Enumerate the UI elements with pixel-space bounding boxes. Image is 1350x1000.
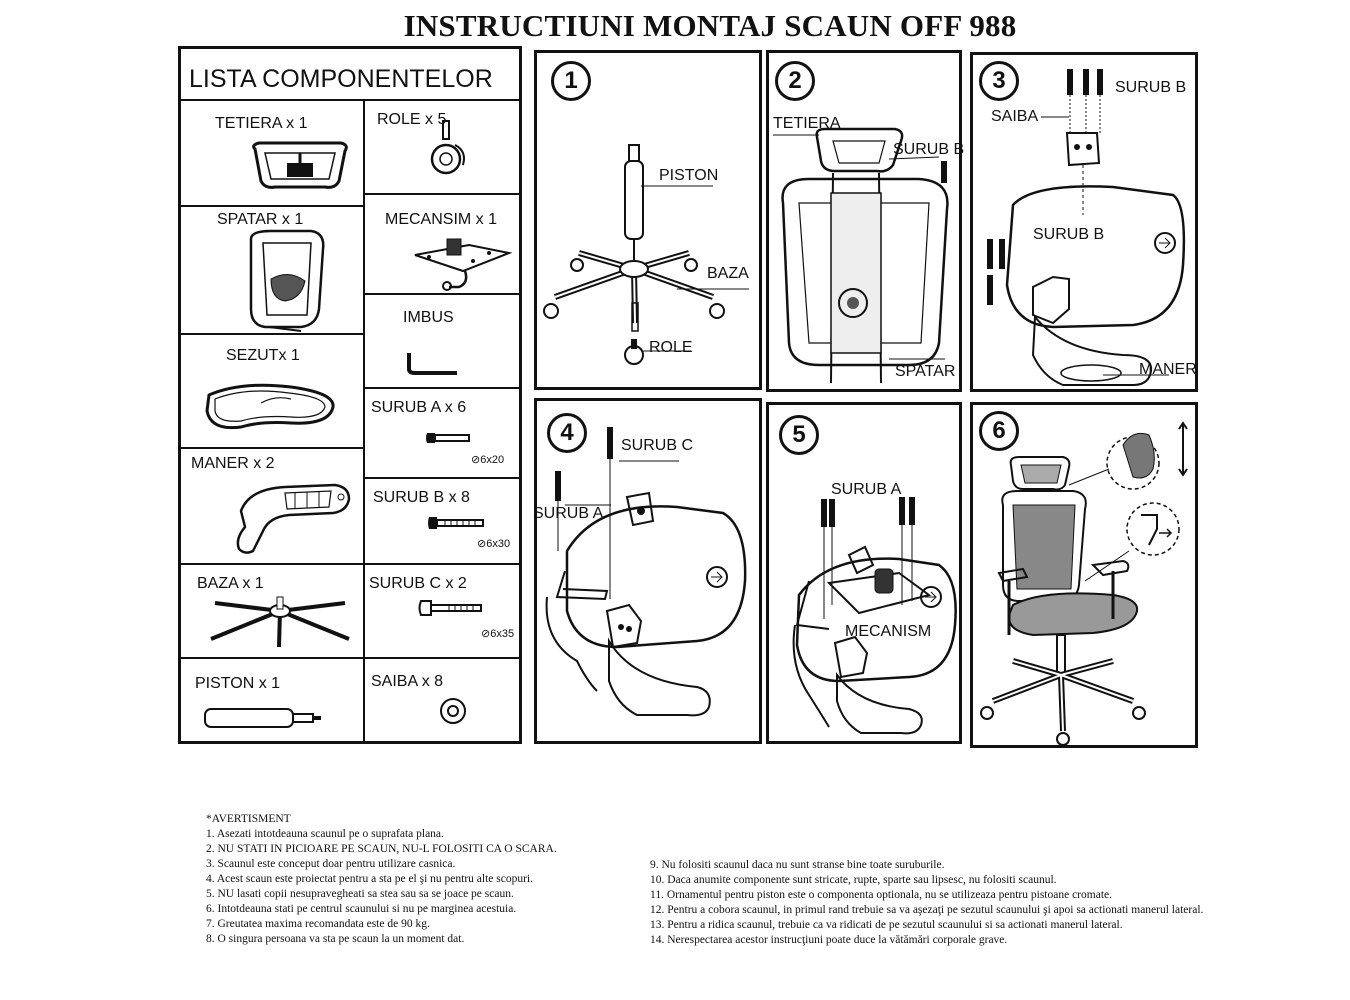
screw-c-icon bbox=[418, 600, 482, 616]
step-2-panel: 2 TETIERA SURUB B SPATAR bbox=[766, 50, 965, 392]
washer-icon bbox=[440, 698, 466, 724]
mechanism-icon bbox=[414, 238, 513, 291]
warning-item: 10. Daca anumite componente sunt stricat… bbox=[650, 874, 1057, 886]
backrest-icon bbox=[249, 229, 325, 332]
warning-item: 8. O singura persoana va sta pe scaun la… bbox=[206, 933, 465, 945]
screw-a-icon bbox=[426, 433, 470, 443]
step-label: SURUB A bbox=[533, 505, 604, 522]
step-5-panel: 5 SURUB A MECANISM bbox=[766, 402, 962, 744]
backrest-assembly-drawing bbox=[773, 127, 949, 384]
step-label: TETIERA bbox=[773, 115, 841, 132]
warning-item: 12. Pentru a cobora scaunul, in primul r… bbox=[650, 904, 1204, 916]
components-list: LISTA COMPONENTELOR TETIERA x 1 SPATAR x… bbox=[178, 46, 522, 744]
component-label: SEZUTx 1 bbox=[226, 347, 300, 364]
warning-item: 4. Acest scaun este proiectat pentru a s… bbox=[206, 873, 534, 885]
base-assembly-drawing bbox=[543, 144, 749, 365]
step-label: SURUB B bbox=[1033, 226, 1105, 243]
step-number: 3 bbox=[979, 61, 1019, 101]
step-label: ROLE bbox=[649, 339, 693, 356]
step-3-panel: 3 SURUB B SAIBA SURUB B MANER bbox=[970, 52, 1198, 392]
seat-armrest-assembly-drawing bbox=[987, 69, 1186, 386]
warnings-column-2: 9. Nu folositi scaunul daca nu sunt stra… bbox=[650, 858, 1203, 948]
component-sezut: SEZUTx 1 bbox=[181, 335, 363, 449]
piston-icon bbox=[204, 708, 321, 728]
step-number: 2 bbox=[775, 61, 815, 101]
screw-size-label: ⊘6x30 bbox=[477, 538, 511, 550]
component-label: TETIERA x 1 bbox=[215, 115, 308, 132]
step-label: SURUB B bbox=[1115, 79, 1187, 96]
component-maner: MANER x 2 bbox=[181, 449, 363, 565]
warning-item: 7. Greutatea maxima recomandata este de … bbox=[206, 918, 430, 930]
warning-item: 5. NU lasati copii nesupravegheati sa st… bbox=[206, 888, 514, 900]
hex-key-icon bbox=[407, 353, 457, 375]
warning-item: 11. Ornamentul pentru piston este o comp… bbox=[650, 889, 1112, 901]
component-label: PISTON x 1 bbox=[195, 675, 281, 692]
step-number: 6 bbox=[979, 411, 1019, 451]
component-label: ROLE x 5 bbox=[377, 111, 447, 128]
step-label: SURUB B bbox=[893, 141, 965, 158]
component-role: ROLE x 5 bbox=[365, 101, 519, 195]
armrest-icon bbox=[236, 483, 351, 554]
headrest-icon bbox=[252, 141, 348, 189]
screw-size-label: ⊘6x35 bbox=[481, 628, 515, 640]
step-1-panel: 1 PISTON BAZA ROLE bbox=[534, 50, 762, 390]
component-label: SAIBA x 8 bbox=[371, 673, 444, 690]
caster-icon bbox=[430, 120, 465, 175]
screw-b-icon bbox=[428, 517, 484, 529]
component-label: SPATAR x 1 bbox=[217, 211, 304, 228]
warning-item: 14. Nerespectarea acestor instrucţiuni p… bbox=[650, 934, 1008, 946]
seat-icon bbox=[205, 383, 335, 430]
step-6-panel: 6 bbox=[970, 402, 1198, 748]
component-saiba: SAIBA x 8 bbox=[365, 659, 519, 741]
warnings-heading: *AVERTISMENT bbox=[206, 813, 291, 825]
component-piston: PISTON x 1 bbox=[181, 659, 363, 741]
step-number: 1 bbox=[551, 61, 591, 101]
component-imbus: IMBUS bbox=[365, 295, 519, 389]
step-label: MANER bbox=[1139, 361, 1197, 378]
screw-size-label: ⊘6x20 bbox=[471, 454, 505, 466]
step-label: SAIBA bbox=[991, 108, 1039, 125]
warning-item: 2. NU STATI IN PICIOARE PE SCAUN, NU-L F… bbox=[206, 843, 557, 855]
component-spatar: SPATAR x 1 bbox=[181, 207, 363, 335]
warning-item: 9. Nu folositi scaunul daca nu sunt stra… bbox=[650, 859, 945, 871]
step-label: SURUB A bbox=[831, 481, 902, 498]
warning-item: 6. Intotdeauna stati pe centrul scaunulu… bbox=[206, 903, 517, 915]
finished-chair-drawing bbox=[980, 421, 1188, 746]
warning-item: 1. Asezati intotdeauna scaunul pe o supr… bbox=[206, 828, 444, 840]
component-tetiera: TETIERA x 1 bbox=[181, 101, 363, 207]
list-divider bbox=[363, 101, 365, 741]
step-number: 4 bbox=[547, 413, 587, 453]
component-label: BAZA x 1 bbox=[197, 575, 264, 592]
warnings-column-1: *AVERTISMENT 1. Asezati intotdeauna scau… bbox=[206, 812, 557, 947]
component-baza: BAZA x 1 bbox=[181, 565, 363, 659]
step-label: SPATAR bbox=[895, 363, 956, 380]
component-mecanism: MECANSIM x 1 bbox=[365, 195, 519, 295]
component-label: SURUB A x 6 bbox=[371, 399, 467, 416]
step-4-panel: 4 SURUB C SURUB A bbox=[533, 398, 762, 744]
component-label: IMBUS bbox=[403, 309, 454, 326]
base-icon bbox=[210, 596, 350, 648]
armrest-screw-drawing bbox=[545, 427, 747, 717]
step-label: PISTON bbox=[659, 167, 719, 184]
component-surub-b: SURUB B x 8 ⊘6x30 bbox=[365, 479, 519, 565]
page-title: INSTRUCTIUNI MONTAJ SCAUN OFF 988 bbox=[403, 8, 1017, 43]
component-label: MECANSIM x 1 bbox=[385, 211, 498, 228]
warning-item: 3. Scaunul este conceput doar pentru uti… bbox=[206, 858, 456, 870]
component-label: SURUB C x 2 bbox=[369, 575, 467, 592]
step-number: 5 bbox=[779, 415, 819, 455]
components-header-cell: LISTA COMPONENTELOR bbox=[181, 49, 519, 101]
component-surub-a: SURUB A x 6 ⊘6x20 bbox=[365, 389, 519, 479]
step-label: BAZA bbox=[707, 265, 749, 282]
mechanism-assembly-drawing bbox=[792, 497, 957, 735]
warning-item: 13. Pentru a ridica scaunul, trebuie ca … bbox=[650, 919, 1123, 931]
step-label: SURUB C bbox=[621, 437, 694, 454]
component-surub-c: SURUB C x 2 ⊘6x35 bbox=[365, 565, 519, 659]
component-label: MANER x 2 bbox=[191, 455, 275, 472]
component-label: SURUB B x 8 bbox=[373, 489, 470, 506]
components-header: LISTA COMPONENTELOR bbox=[189, 65, 493, 93]
step-label: MECANISM bbox=[845, 623, 932, 640]
